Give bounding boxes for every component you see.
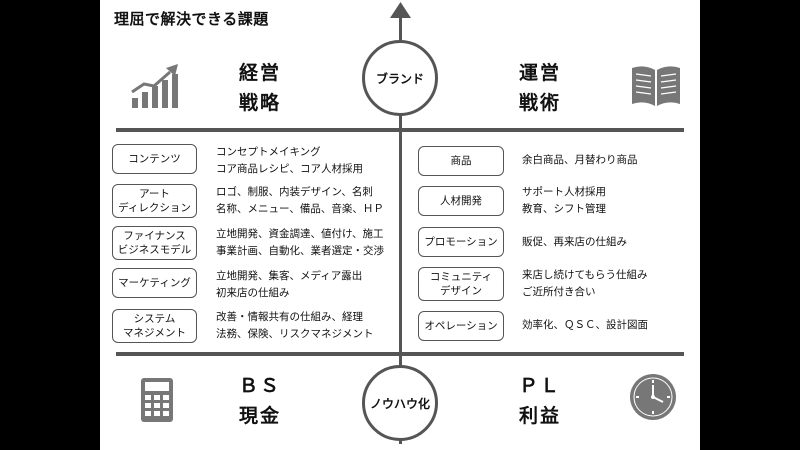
left-item-art-direction-desc-1: ロゴ、制服、内装デザイン、名刺 (216, 186, 373, 198)
left-item-system-desc-2: 法務、保険、リスクマネジメント (216, 328, 374, 340)
quadrant-bottom-left: ＢＳ 現金 (225, 371, 295, 431)
left-item-finance-desc-2: 事業計画、自動化、業者選定・交渉 (216, 245, 384, 257)
right-item-community-design-desc-1: 来店し続けてもらう仕組み (522, 269, 648, 281)
quadrant-top-right-line2: 戦術 (518, 92, 561, 114)
right-item-operation-desc-1: 効率化、ＱＳＣ、設計図面 (522, 319, 648, 331)
left-item-content-desc-2: コア商品レシピ、コア人材採用 (216, 163, 363, 175)
right-item-product-desc: 余白商品、月替わり商品 (522, 152, 638, 169)
right-item-promotion-desc: 販促、再来店の仕組み (522, 234, 627, 251)
right-item-hr-development: 人材開発 (418, 186, 504, 216)
quadrant-bottom-right: ＰＬ 利益 (505, 371, 575, 431)
left-item-finance-desc-1: 立地開発、資金調達、値付け、施工 (216, 228, 384, 240)
quadrant-top-left-line2: 戦略 (238, 92, 281, 114)
left-item-art-direction-desc: ロゴ、制服、内装デザイン、名刺 名称、メニュー、備品、音楽、ＨＰ (216, 184, 384, 218)
left-item-content-desc: コンセプトメイキング コア商品レシピ、コア人材採用 (216, 144, 363, 178)
open-book-icon (632, 66, 680, 106)
left-item-system-desc-1: 改善・情報共有の仕組み、経理 (216, 311, 363, 323)
slide: 理屈で解決できる課題 ブランド ノウハウ化 経営 戦略 運営 戦術 ＢＳ 現金 … (100, 0, 700, 450)
left-item-finance-desc: 立地開発、資金調達、値付け、施工 事業計画、自動化、業者選定・交渉 (216, 226, 384, 260)
quadrant-top-left-line1: 経営 (238, 62, 281, 84)
quadrant-top-right-line1: 運営 (518, 62, 561, 84)
quadrant-bottom-left-line1: ＢＳ (238, 375, 281, 397)
right-item-hr-development-desc-2: 教育、シフト管理 (522, 203, 606, 215)
right-item-hr-development-label: 人材開発 (440, 195, 482, 207)
right-item-hr-development-desc: サポート人材採用 教育、シフト管理 (522, 184, 606, 218)
left-item-marketing-desc: 立地開発、集客、メディア露出 初来店の仕組み (216, 268, 362, 302)
right-item-promotion-desc-1: 販促、再来店の仕組み (522, 236, 627, 248)
left-item-marketing-label: マーケティング (118, 277, 191, 289)
quadrant-bottom-right-line2: 利益 (518, 405, 561, 427)
right-item-product: 商品 (418, 146, 504, 176)
right-item-community-design-desc-2: ご近所付き合い (522, 286, 596, 298)
quadrant-top-left: 経営 戦略 (230, 58, 290, 118)
right-item-promotion-label: プロモーション (424, 236, 498, 248)
left-item-finance-label-2: ビジネスモデル (117, 244, 192, 256)
left-item-finance-label-1: ファイナンス (123, 230, 186, 242)
right-item-product-desc-1: 余白商品、月替わり商品 (522, 154, 638, 166)
left-item-art-direction-label-2: ディレクション (118, 202, 191, 214)
right-item-community-design-label-2: デザイン (440, 285, 482, 297)
right-item-community-design-label-1: コミュニティ (429, 271, 493, 283)
slide-title: 理屈で解決できる課題 (114, 10, 269, 28)
quadrant-top-right: 運営 戦術 (510, 58, 570, 118)
horizontal-axis-top (116, 128, 684, 132)
bar-chart-growth-icon (131, 64, 178, 108)
right-item-promotion: プロモーション (418, 227, 504, 257)
left-item-system-label-2: マネジメント (123, 327, 186, 339)
left-item-marketing-desc-1: 立地開発、集客、メディア露出 (216, 270, 363, 282)
knowhow-circle: ノウハウ化 (362, 365, 438, 441)
right-item-community-design: コミュニティ デザイン (418, 267, 504, 301)
horizontal-axis-bottom (116, 352, 684, 356)
left-item-content: コンテンツ (112, 144, 197, 174)
arrow-up-icon (390, 2, 411, 18)
left-item-system-label-1: システム (133, 313, 176, 325)
right-item-operation-label: オペレーション (424, 320, 498, 332)
left-item-art-direction: アート ディレクション (112, 184, 197, 218)
right-item-community-design-desc: 来店し続けてもらう仕組み ご近所付き合い (522, 267, 647, 301)
quadrant-bottom-right-line1: ＰＬ (518, 375, 561, 397)
left-item-content-desc-1: コンセプトメイキング (216, 146, 321, 158)
right-item-hr-development-desc-1: サポート人材採用 (522, 186, 606, 198)
calculator-icon (141, 378, 173, 422)
left-item-system-desc: 改善・情報共有の仕組み、経理 法務、保険、リスクマネジメント (216, 309, 374, 343)
clock-icon (630, 374, 676, 420)
left-item-marketing-desc-2: 初来店の仕組み (216, 287, 290, 299)
left-item-marketing: マーケティング (112, 268, 197, 298)
vertical-axis (399, 14, 402, 444)
quadrant-bottom-left-line2: 現金 (238, 405, 281, 427)
right-item-operation-desc: 効率化、ＱＳＣ、設計図面 (522, 317, 648, 334)
brand-circle: ブランド (362, 40, 438, 116)
right-item-product-label: 商品 (450, 155, 472, 167)
left-item-finance: ファイナンス ビジネスモデル (112, 226, 197, 260)
left-item-art-direction-desc-2: 名称、メニュー、備品、音楽、ＨＰ (216, 203, 384, 215)
right-item-operation: オペレーション (418, 311, 504, 341)
left-item-art-direction-label-1: アート (139, 188, 170, 200)
left-item-system: システム マネジメント (112, 309, 197, 343)
left-item-content-label: コンテンツ (128, 153, 181, 165)
